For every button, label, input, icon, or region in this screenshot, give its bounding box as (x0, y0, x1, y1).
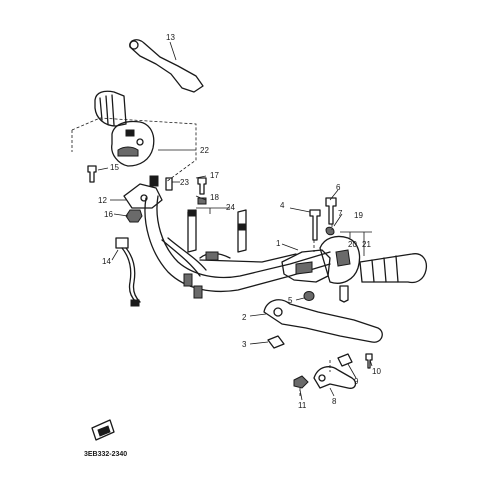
callout-17: 17 (210, 171, 219, 180)
wiring-harness (161, 237, 297, 299)
front-arrow-icon (91, 419, 115, 441)
callout-24: 24 (226, 203, 235, 212)
left-grip (94, 90, 127, 127)
drawing-code: 3EB332-2340 (84, 451, 127, 458)
callout-16: 16 (104, 210, 113, 219)
callout-10: 10 (372, 367, 381, 376)
callout-12: 12 (98, 196, 107, 205)
callout-3: 3 (242, 340, 247, 349)
part-14-switch (115, 237, 141, 307)
callout-labels: 13 22 17 23 18 24 15 12 16 14 4 6 7 19 2… (98, 33, 381, 410)
parts-8-11-switch-parts (293, 353, 373, 396)
part-24-bands (187, 207, 247, 253)
part-12-holder (123, 175, 163, 209)
callout-2: 2 (242, 313, 247, 322)
part-19-right-switch (319, 231, 372, 303)
small-fasteners (87, 165, 207, 223)
part-22-left-switch (71, 117, 197, 183)
callout-14: 14 (102, 257, 111, 266)
callout-23: 23 (180, 178, 189, 187)
callout-20: 20 (348, 240, 357, 249)
part-3-pin (267, 335, 285, 349)
callout-11: 11 (298, 401, 307, 410)
handlebar (144, 195, 331, 293)
right-grip (359, 253, 428, 284)
callout-7: 7 (338, 209, 343, 218)
callout-4: 4 (280, 201, 285, 210)
callout-6: 6 (336, 183, 341, 192)
part-2-right-lever (263, 299, 383, 343)
callout-9: 9 (354, 377, 359, 386)
callout-18: 18 (210, 193, 219, 202)
callout-5: 5 (288, 296, 293, 305)
callout-15: 15 (110, 163, 119, 172)
callout-22: 22 (200, 146, 209, 155)
part-1-lever-holder (281, 197, 337, 301)
leader-lines (97, 41, 373, 401)
callout-21: 21 (362, 240, 371, 249)
callout-8: 8 (332, 397, 337, 406)
callout-1: 1 (276, 239, 281, 248)
callout-19: 19 (354, 211, 363, 220)
callout-13: 13 (166, 33, 175, 42)
part-13-lever (129, 39, 204, 93)
